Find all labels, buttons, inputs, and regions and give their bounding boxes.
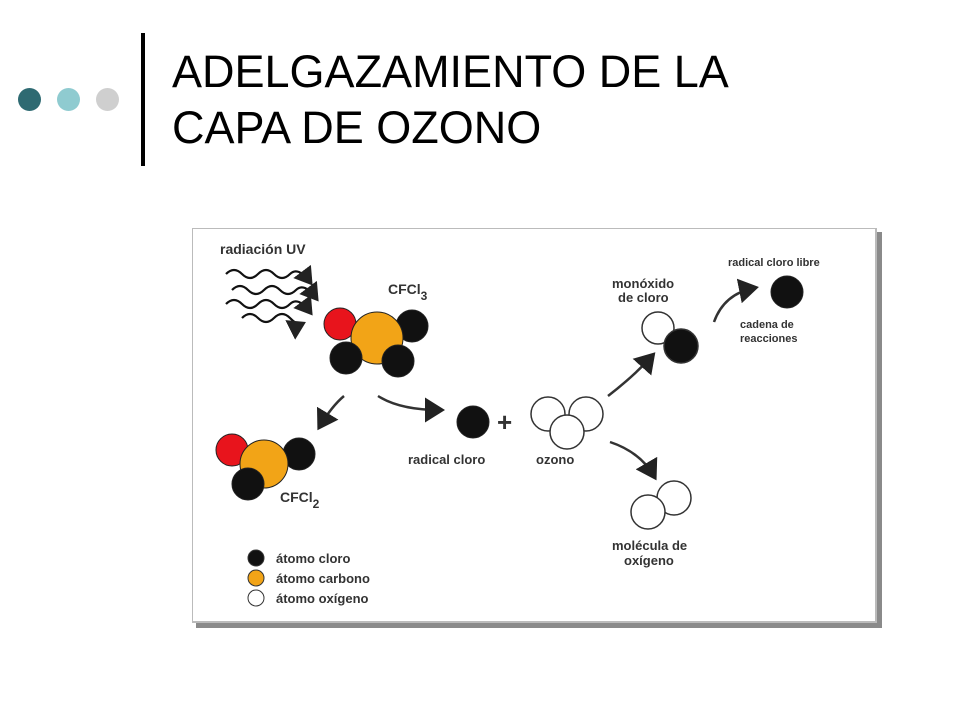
- arrow-to-oxygen: [609, 440, 658, 481]
- cfcl3-label: CFCl3: [388, 281, 428, 303]
- monoxido-label-2: de cloro: [618, 290, 669, 305]
- radical-chlorine-atom: [456, 405, 490, 439]
- uv-wave-icon: [225, 264, 319, 340]
- legend: átomo cloro átomo carbono átomo oxígeno: [247, 549, 370, 607]
- molecula-label-1: molécula de: [612, 538, 687, 553]
- ozone-molecule: [530, 396, 604, 450]
- cfcl2-label: CFCl2: [280, 489, 320, 511]
- cfcl3-subscript: 3: [421, 289, 428, 303]
- chlorine-atom: [329, 341, 363, 375]
- arrow-to-monoxide: [607, 352, 656, 397]
- arrow-to-radical: [377, 394, 445, 423]
- oxygen-molecule: [630, 480, 692, 530]
- legend-chlorine-icon: [247, 549, 265, 567]
- slide-title-line2: CAPA DE OZONO: [172, 102, 542, 153]
- cfcl2-text: CFCl: [280, 489, 313, 505]
- bullet-dot-teal: [57, 88, 80, 111]
- free-chlorine-atom: [770, 275, 804, 309]
- legend-oxygen-icon: [247, 589, 265, 607]
- radical-cloro-label: radical cloro: [408, 452, 485, 467]
- chlorine-atom: [381, 344, 415, 378]
- chlorine-atom: [231, 467, 265, 501]
- cadena-label-1: cadena de: [740, 319, 794, 331]
- arrow-to-cfcl2: [317, 395, 345, 431]
- title-divider: [141, 33, 145, 166]
- cfcl2-subscript: 2: [313, 497, 320, 511]
- bullet-dots: [18, 88, 119, 111]
- legend-chlorine-label: átomo cloro: [276, 551, 350, 566]
- slide-title: ADELGAZAMIENTO DE LA CAPA DE OZONO: [172, 44, 932, 156]
- plus-sign: +: [497, 407, 512, 437]
- chlorine-monoxide-molecule: [641, 311, 699, 364]
- bullet-dot-dark: [18, 88, 41, 111]
- slide-title-line1: ADELGAZAMIENTO DE LA: [172, 46, 729, 97]
- radiation-label: radiación UV: [220, 241, 306, 257]
- monoxido-label-1: monóxido: [612, 276, 674, 291]
- molecula-label-2: oxígeno: [624, 553, 674, 568]
- arrow-to-free-radical: [712, 278, 759, 323]
- cfcl3-text: CFCl: [388, 281, 421, 297]
- legend-carbon-label: átomo carbono: [276, 571, 370, 586]
- ozono-label: ozono: [536, 452, 574, 467]
- legend-oxygen-label: átomo oxígeno: [276, 591, 369, 606]
- radical-libre-label: radical cloro libre: [728, 257, 820, 269]
- ozone-depletion-diagram: radiación UV CFCl3 CFCl2 + radical cloro…: [192, 228, 882, 628]
- legend-carbon-icon: [247, 569, 265, 587]
- cfcl2-molecule: [215, 433, 316, 501]
- bullet-dot-gray: [96, 88, 119, 111]
- cfcl3-molecule: [323, 307, 429, 378]
- cadena-label-2: reacciones: [740, 333, 797, 345]
